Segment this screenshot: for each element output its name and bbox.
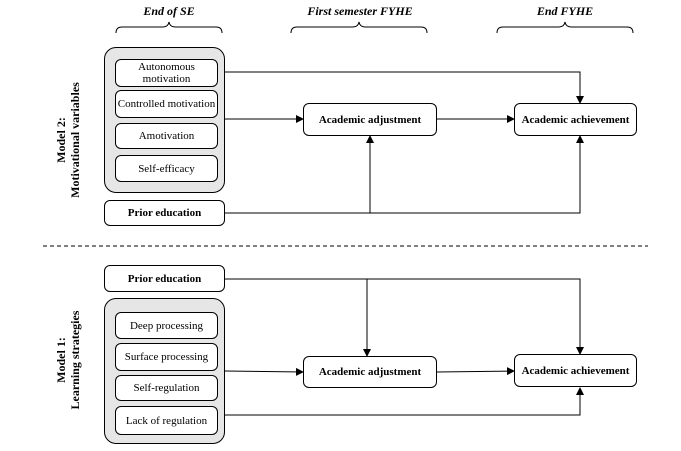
- header-end-of-se: End of SE: [143, 4, 195, 18]
- model1-academic-adjustment: Academic adjustment: [303, 356, 437, 388]
- header-first-semester: First semester FYHE: [307, 4, 413, 18]
- model1-prior-education: Prior education: [104, 265, 225, 292]
- model2-label-subtitle: Motivational variables: [68, 82, 82, 198]
- header-end-fyhe: End FYHE: [536, 4, 594, 18]
- var-autonomous-motivation: Autonomous motivation: [115, 59, 218, 87]
- var-lack-of-regulation: Lack of regulation: [115, 406, 218, 435]
- model1-academic-achievement: Academic achievement: [514, 354, 637, 387]
- model1-label: Model 1: Learning strategies: [54, 290, 82, 430]
- model1-label-subtitle: Learning strategies: [68, 310, 82, 410]
- model2-academic-adjustment: Academic adjustment: [303, 103, 437, 136]
- var-surface-processing: Surface processing: [115, 343, 218, 371]
- model1-label-title: Model 1:: [54, 337, 68, 383]
- model2-connectors: [225, 71, 584, 214]
- model2-label-title: Model 2:: [54, 117, 68, 163]
- model1-connectors: [224, 278, 584, 416]
- model2-academic-achievement: Academic achievement: [514, 103, 637, 136]
- model2-prior-education: Prior education: [104, 200, 225, 226]
- header-braces: [115, 21, 634, 34]
- var-self-regulation: Self-regulation: [115, 375, 218, 401]
- model2-label: Model 2: Motivational variables: [54, 70, 82, 210]
- var-amotivation: Amotivation: [115, 123, 218, 149]
- var-controlled-motivation: Controlled motivation: [115, 90, 218, 118]
- var-deep-processing: Deep processing: [115, 312, 218, 339]
- var-self-efficacy: Self-efficacy: [115, 155, 218, 182]
